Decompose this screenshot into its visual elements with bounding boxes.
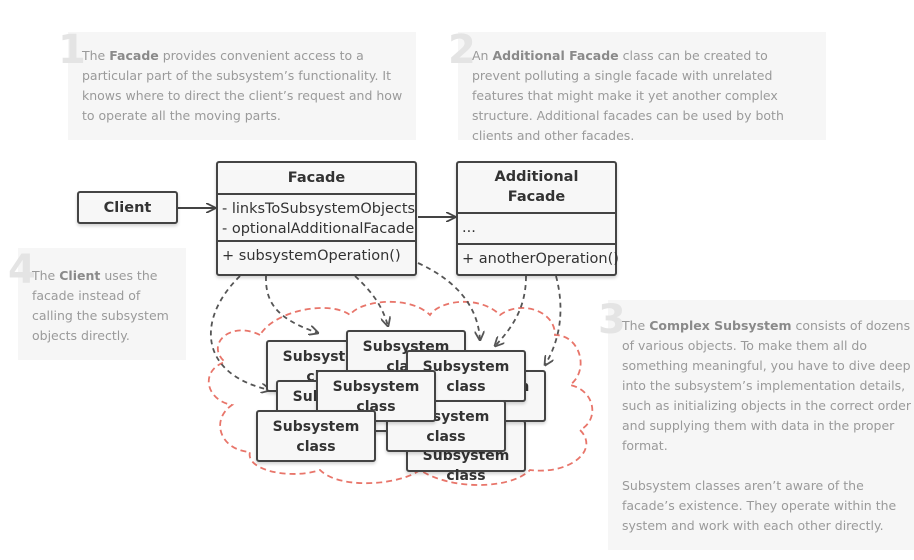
facade-methods: + subsystemOperation() [218,240,415,266]
client-box: Client [77,191,178,224]
note-1-text: The Facade provides convenient access to… [82,46,408,126]
note-highlight: Client [59,268,101,283]
note-segment: Subsystem classes aren’t aware of the fa… [622,478,897,533]
note-4: 4 The Client uses the facade instead of … [8,248,186,360]
note-highlight: Additional Facade [492,48,619,63]
additional-facade-box: Additional Facade ... + anotherOperation… [456,161,619,276]
additional-facade-title: Additional Facade [494,169,579,205]
note-1-number: 1 [58,27,86,73]
note-segment: consists of dozens of various objects. T… [622,318,911,453]
facade-method: + subsystemOperation() [222,248,401,264]
note-segment: uses the facade instead of calling the s… [32,268,169,343]
additional-dash-arrow-1 [495,275,527,346]
note-4-text: The Client uses the facade instead of ca… [32,266,180,346]
subsystem-cloud [207,300,594,486]
note-segment: class can be created to prevent pollutin… [472,48,784,143]
note-2-number: 2 [448,27,476,73]
facade-field: - optionalAdditionalFacade [222,221,415,237]
note-1: 1 The Facade provides convenient access … [58,30,416,140]
note-3-number: 3 [598,297,626,343]
additional-facade-fields: ... [458,212,615,243]
note-4-number: 4 [8,247,36,293]
additional-facade-field: ... [462,220,476,236]
note-highlight: Complex Subsystem [649,318,792,333]
facade-dash-arrow-3 [354,275,388,326]
note-segment: The [32,268,60,283]
note-segment: provides convenient access to a particul… [82,48,403,123]
facade-field: - linksToSubsystemObjects [222,201,416,217]
facade-title: Facade [287,170,346,186]
note-segment: The [82,48,110,63]
subsystem-class: Subsystem class [256,410,376,462]
note-segment: An [472,48,493,63]
facade-fields: - linksToSubsystemObjects - optionalAddi… [218,193,415,240]
facade-dash-arrow-2 [265,275,318,333]
additional-dash-arrow-2 [545,275,562,365]
subsystem-class: Subsystem class [316,370,436,422]
facade-box: Facade - linksToSubsystemObjects - optio… [216,161,417,276]
additional-facade-methods: + anotherOperation() [458,243,619,269]
facade-dash-arrow-4 [417,262,480,340]
note-segment: The [622,318,650,333]
note-highlight: Facade [109,48,159,63]
note-2: 2 An Additional Facade class can be crea… [448,30,826,143]
note-2-text: An Additional Facade class can be create… [472,46,812,146]
client-label: Client [103,200,152,216]
facade-dash-arrow-1 [209,275,270,390]
note-3-text: The Complex Subsystem consists of dozens… [622,316,912,536]
additional-facade-method: + anotherOperation() [462,251,619,267]
note-3: 3 The Complex Subsystem consists of doze… [598,300,914,550]
